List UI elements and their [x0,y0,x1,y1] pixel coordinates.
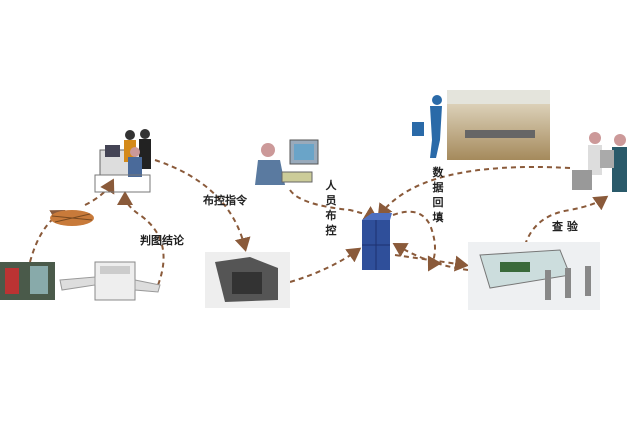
airport-hall-photo [447,90,550,160]
xray-scanner-image [59,261,161,301]
label-judgement-result: 判图结论 [140,234,184,247]
arrow-inspector-to-server [377,165,571,219]
security-gate-image [468,242,600,310]
arrow-gate-to-server [392,242,469,271]
traveler-silhouette-icon [412,95,442,158]
inspectors-image [572,132,627,192]
label-inspection: 查 验 [552,220,578,233]
arrow-server-to-gate-lower [394,254,469,272]
label-data-backfill: 数据回填 [432,166,444,224]
arrow-workstation-to-scanner [154,159,251,252]
label-personnel-control: 人员布控 [325,179,337,237]
operator-image [255,139,319,185]
label-dispatch-command: 布控指令 [203,194,247,207]
arrow-items-to-workstation [84,178,115,206]
scanner-machine-image [205,252,290,308]
items-image [50,210,94,226]
site-photo [0,262,55,300]
server-image [362,213,392,270]
workstation-image [94,129,151,193]
arrow-scanner-to-server [289,247,362,283]
arrow-server-to-gate [392,210,442,272]
